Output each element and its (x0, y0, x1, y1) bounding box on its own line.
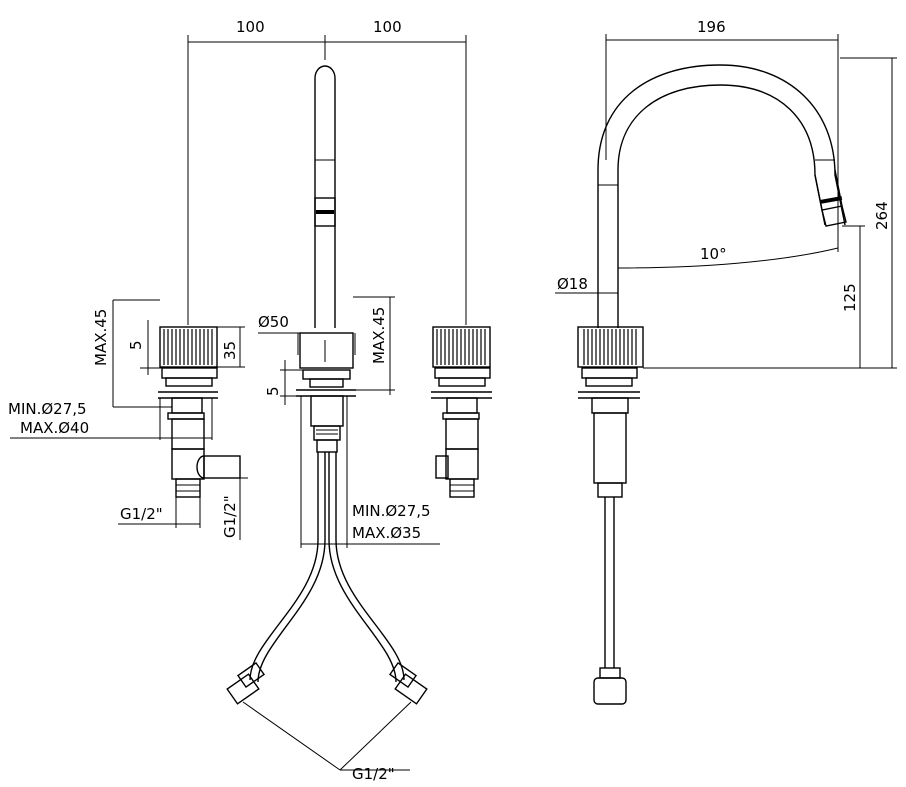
right-hose-fitting (388, 661, 428, 705)
dim-side-total-height: 264 (873, 201, 891, 230)
dim-base-diameter: Ø50 (258, 313, 289, 331)
right-knurl (436, 329, 486, 365)
right-handle-valve (431, 326, 492, 498)
dim-left-max-hole: MAX.Ø40 (20, 419, 89, 437)
dim-side-spout-height: 125 (841, 283, 859, 312)
dim-left-handle-gap: 5 (127, 340, 145, 350)
dim-side-width: 196 (697, 18, 726, 36)
dim-right-width: 100 (373, 18, 402, 36)
side-knurl (583, 329, 637, 365)
dim-left-thread: G1/2" (120, 505, 163, 523)
side-view (577, 64, 847, 705)
front-width-dimensions: 100 100 (187, 18, 467, 325)
dim-left-width: 100 (236, 18, 265, 36)
center-dimensions: Ø50 MAX.45 5 MIN.Ø27,5 MAX.Ø35 (258, 296, 440, 548)
left-hose-fitting (226, 661, 266, 705)
left-handle-valve (158, 326, 241, 498)
dim-left-max-deck: MAX.45 (92, 309, 110, 366)
dim-left-handle-height: 35 (221, 341, 239, 360)
side-dimensions: 196 264 125 10° Ø18 (555, 18, 897, 369)
dim-side-spout-diameter: Ø18 (557, 275, 588, 293)
dim-side-angle: 10° (700, 245, 727, 263)
dim-left-thread-vertical: G1/2" (221, 495, 239, 538)
dim-center-gap: 5 (264, 386, 282, 396)
dim-center-max-hole: MAX.Ø35 (352, 524, 421, 542)
left-knurl (163, 329, 213, 365)
center-spout: G1/2" (226, 65, 428, 783)
dim-center-max-deck: MAX.45 (370, 307, 388, 364)
dim-center-min-hole: MIN.Ø27,5 (352, 502, 431, 520)
dim-hose-thread: G1/2" (352, 765, 395, 783)
left-dimensions: MAX.45 5 35 MIN.Ø27,5 MAX.Ø40 G1/2" G1/2… (8, 299, 248, 540)
dim-left-min-hole: MIN.Ø27,5 (8, 400, 87, 418)
